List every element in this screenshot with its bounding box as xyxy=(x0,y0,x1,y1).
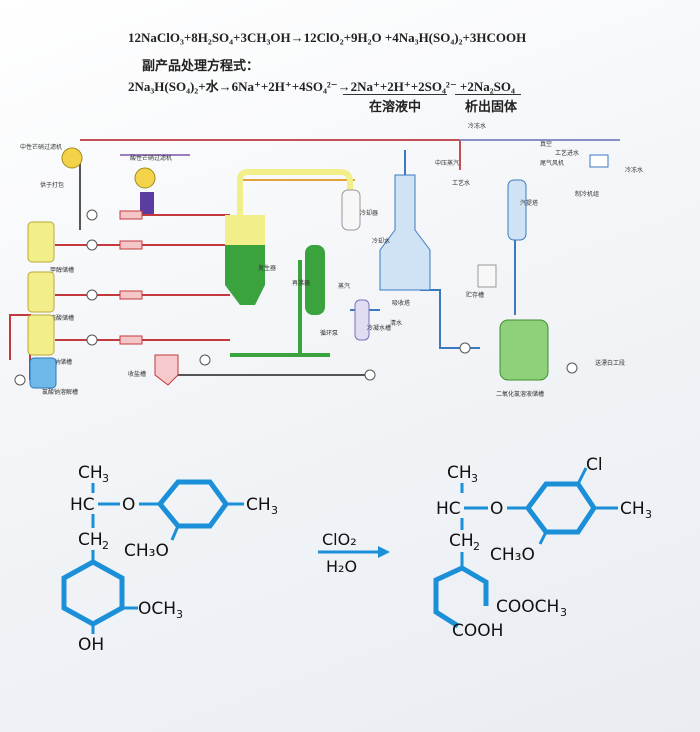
chlorate-sol-tank: 氯酸钠溶解槽 xyxy=(29,357,78,396)
cooling-water-label: 冷却水 xyxy=(372,237,390,245)
svg-text:3: 3 xyxy=(560,606,567,619)
absorption-tower: 吸收塔 xyxy=(379,174,431,307)
svg-text:CH: CH xyxy=(246,495,271,515)
svg-text:COOCH: COOCH xyxy=(496,597,559,617)
svg-text:H₂O: H₂O xyxy=(326,557,357,576)
svg-text:再沸器: 再沸器 xyxy=(292,279,310,287)
vacuum-label: 真空 xyxy=(540,140,552,148)
svg-text:汽提塔: 汽提塔 xyxy=(520,199,538,207)
svg-text:甲醇储槽: 甲醇储槽 xyxy=(50,266,74,274)
svg-text:收盐槽: 收盐槽 xyxy=(128,370,146,378)
svg-text:CH: CH xyxy=(78,530,103,550)
svg-text:ClO₂: ClO₂ xyxy=(322,530,357,549)
reboiler: 再沸器 xyxy=(292,245,325,315)
svg-text:酸性芒硝过滤机: 酸性芒硝过滤机 xyxy=(130,154,172,162)
svg-text:Cl: Cl xyxy=(586,455,603,475)
svg-text:供于打包: 供于打包 xyxy=(40,181,64,189)
process-water-in-label: 工艺进水 xyxy=(555,149,579,157)
tail-fan-label: 尾气风机 xyxy=(540,159,564,167)
stripper: 汽提塔 xyxy=(507,179,538,241)
steam-label: 蒸汽 xyxy=(338,282,350,290)
svg-text:贮存槽: 贮存槽 xyxy=(466,291,484,299)
main-equation: 12NaClO₃+8H₂SO₄+3CH₃OH→12ClO₂+9H₂O +4Na₃… xyxy=(128,30,527,45)
byproduct-label: 副产品处理方程式： xyxy=(142,58,260,73)
methanol-tank: 甲醇储槽 xyxy=(27,221,74,274)
cold-water-label: 冷冻水 xyxy=(468,122,486,130)
med-steam-label: 中压蒸汽 xyxy=(435,159,459,167)
product-molecule: CH 3 HC O Cl CH 3 CH₃O CH 2 COOCH 3 COOH xyxy=(433,455,652,641)
byproduct-equation: 2Na₃H(SO₄)₂+水→6Na⁺+2H⁺+4SO₄²⁻→2Na⁺+2H⁺+2… xyxy=(128,79,515,94)
svg-text:HC: HC xyxy=(436,499,461,519)
acid-filter: 酸性芒硝过滤机 xyxy=(130,154,172,214)
svg-text:二氧化氯溶液储槽: 二氧化氯溶液储槽 xyxy=(496,390,544,398)
svg-text:硫酸储槽: 硫酸储槽 xyxy=(50,314,74,322)
svg-text:2: 2 xyxy=(473,540,480,553)
svg-text:3: 3 xyxy=(645,508,652,521)
svg-text:中性芒硝过滤机: 中性芒硝过滤机 xyxy=(20,143,62,151)
in-solution-tag: 在溶液中 xyxy=(369,99,422,114)
svg-text:O: O xyxy=(490,499,503,519)
reactant-molecule: CH 3 HC O CH 3 CH₃O CH 2 OCH 3 OH xyxy=(61,463,278,655)
svg-text:3: 3 xyxy=(271,504,278,517)
svg-text:制冷机组: 制冷机组 xyxy=(575,190,599,198)
svg-text:氯酸钠储槽: 氯酸钠储槽 xyxy=(42,358,72,366)
svg-text:CH₃O: CH₃O xyxy=(124,541,169,561)
exchangers xyxy=(119,210,143,345)
process-water-label: 工艺水 xyxy=(452,179,470,187)
generator-vapour-line xyxy=(237,169,353,215)
salt-tank: 收盐槽 xyxy=(128,354,179,386)
svg-text:CH: CH xyxy=(620,499,645,519)
clo2-solution-tank: 二氧化氯溶液储槽 xyxy=(496,319,549,398)
chiller: 制冷机组 冷冻水 xyxy=(575,154,643,198)
svg-text:3: 3 xyxy=(471,472,478,485)
svg-text:氯酸钠溶解槽: 氯酸钠溶解槽 xyxy=(42,388,78,396)
circ-pump-label: 循环泵 xyxy=(320,329,338,337)
stock-tank: 贮存槽 xyxy=(466,264,497,299)
svg-text:COOH: COOH xyxy=(452,621,503,641)
sulfuric-tank: 硫酸储槽 xyxy=(27,271,74,322)
svg-text:HC: HC xyxy=(70,495,95,515)
solid-underline xyxy=(455,94,521,95)
svg-text:冷冻水: 冷冻水 xyxy=(625,166,643,174)
pumps xyxy=(14,209,578,386)
reaction-arrow: ClO₂ H₂O xyxy=(318,530,390,576)
pipe-red-5 xyxy=(9,314,31,380)
svg-text:2: 2 xyxy=(102,539,109,552)
svg-text:CH: CH xyxy=(449,531,474,551)
svg-text:O: O xyxy=(122,495,135,515)
chemical-reaction: CH 3 HC O CH 3 CH₃O CH 2 OCH 3 OH ClO₂ H… xyxy=(61,455,652,655)
cond-tank: 冷凝水槽 xyxy=(354,299,391,341)
process-flow-diagram: 甲醇储槽 硫酸储槽 氯酸钠储槽 氯酸钠溶解槽 中性芒硝过滤机 供于打包 酸性芒硝… xyxy=(9,122,643,398)
svg-text:发生器: 发生器 xyxy=(258,264,276,272)
chlorate-tank: 氯酸钠储槽 xyxy=(27,314,72,366)
svg-text:3: 3 xyxy=(176,608,183,621)
svg-text:OCH: OCH xyxy=(138,599,176,619)
svg-text:CH: CH xyxy=(78,463,103,483)
neutral-filter: 中性芒硝过滤机 供于打包 xyxy=(20,143,83,189)
svg-text:OH: OH xyxy=(78,635,104,655)
cooler: 冷却器 xyxy=(341,189,378,231)
svg-text:冷却器: 冷却器 xyxy=(360,209,378,217)
to-bleach-label: 送漂白工段 xyxy=(595,359,625,367)
clear-water-label: 清水 xyxy=(390,319,402,327)
precipitate-tag: 析出固体 xyxy=(465,99,518,114)
solution-underline xyxy=(343,94,447,95)
svg-text:CH₃O: CH₃O xyxy=(490,545,535,565)
svg-text:3: 3 xyxy=(102,472,109,485)
svg-text:冷凝水槽: 冷凝水槽 xyxy=(367,324,391,332)
generator: 发生器 xyxy=(225,215,276,305)
svg-text:吸收塔: 吸收塔 xyxy=(392,299,410,307)
svg-text:CH: CH xyxy=(447,463,472,483)
